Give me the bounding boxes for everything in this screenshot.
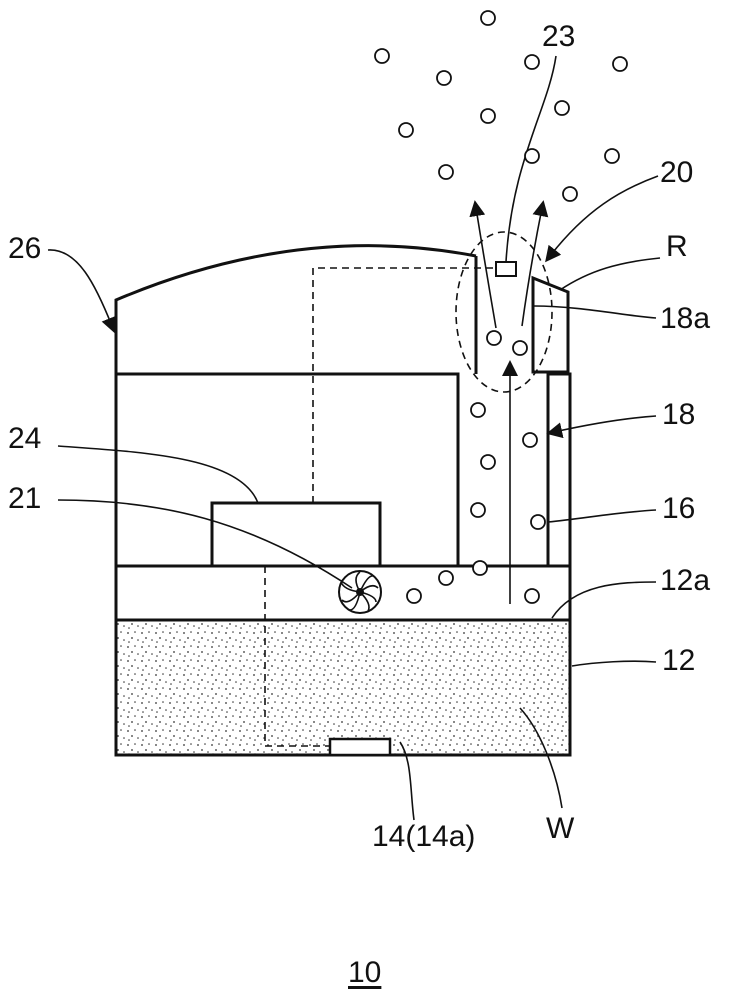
leader-18a xyxy=(533,305,657,319)
circuit-box xyxy=(210,501,382,568)
leader-24 xyxy=(57,445,259,504)
duct-outlet-18a xyxy=(531,275,570,374)
label-12: 12 xyxy=(662,644,696,677)
label-21: 21 xyxy=(8,482,42,515)
mist-outflow-right xyxy=(521,200,549,327)
duct-right-wall xyxy=(546,372,572,620)
wiring-dashed xyxy=(312,267,500,503)
housing-outline xyxy=(114,244,477,620)
ultrasonic-transducer xyxy=(328,737,392,757)
fan-icon xyxy=(338,570,382,614)
leader-W xyxy=(519,707,563,809)
label-18: 18 xyxy=(662,398,696,431)
label-r: R xyxy=(666,230,688,263)
leader-14 xyxy=(399,741,415,821)
region-r-ellipse xyxy=(455,231,553,393)
leader-16 xyxy=(547,509,657,523)
label-w: W xyxy=(546,812,575,845)
mist-outflow-left xyxy=(469,200,497,329)
label-23: 23 xyxy=(542,20,576,53)
wiring-dashed-lower xyxy=(264,566,330,747)
label-24: 24 xyxy=(8,422,42,455)
sensor-23 xyxy=(495,261,517,277)
label-14: 14(14a) xyxy=(372,820,476,853)
inner-chamber xyxy=(116,372,460,566)
leader-18 xyxy=(546,415,657,439)
leader-12 xyxy=(571,660,657,667)
leader-26 xyxy=(47,249,117,334)
label-12a: 12a xyxy=(660,564,711,597)
label-20: 20 xyxy=(660,156,694,189)
figure-number: 10 xyxy=(348,956,382,989)
mist-particles xyxy=(374,10,628,604)
label-16: 16 xyxy=(662,492,696,525)
water-tank xyxy=(114,618,572,757)
label-18a: 18a xyxy=(660,302,711,335)
leader-23 xyxy=(505,55,557,263)
leader-R xyxy=(559,257,661,291)
label-26: 26 xyxy=(8,232,42,265)
leader-21 xyxy=(57,499,353,589)
leader-20 xyxy=(545,175,659,263)
leader-12a xyxy=(551,581,657,619)
